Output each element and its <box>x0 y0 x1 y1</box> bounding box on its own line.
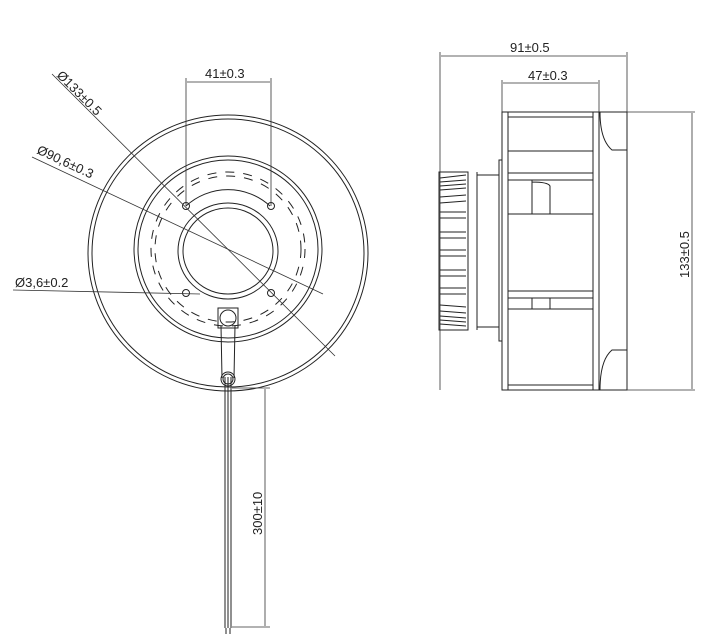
dim-hole-spacing: 41±0.3 <box>205 66 245 81</box>
leader-outer-diameter <box>51 73 336 357</box>
dim-height: 133±0.5 <box>677 231 692 278</box>
scroll-outlet-top <box>599 111 627 151</box>
hole-spacing-extension-lines <box>185 78 272 206</box>
impeller-shroud-lines <box>508 116 593 386</box>
dim-impeller-depth: 47±0.3 <box>528 68 568 83</box>
scroll-housing <box>599 111 628 391</box>
mounting-hole-bottom-right <box>267 289 275 297</box>
dim-hole-diameter: Ø3,6±0.2 <box>15 275 68 290</box>
cable-grommet <box>219 309 237 327</box>
cable-ends <box>225 628 231 634</box>
leader-hole-diameter <box>12 289 201 295</box>
motor-housing <box>476 172 499 330</box>
cable-channel <box>220 325 236 379</box>
dim-inner-diameter: Ø90,6±0.3 <box>35 142 96 181</box>
lower-tab <box>531 298 551 309</box>
height-extension-lines <box>627 111 695 391</box>
dim-overall-depth: 91±0.5 <box>510 40 550 55</box>
side-view: 91±0.5 47±0.3 133±0.5 <box>438 40 695 391</box>
overall-depth-extension-lines <box>439 52 628 390</box>
outer-housing-inner-circle <box>91 118 365 388</box>
motor-tab <box>531 180 551 214</box>
motor-fins <box>439 174 467 327</box>
hub-circle-inner <box>182 207 274 295</box>
inlet-ring-outer <box>133 155 323 343</box>
inlet-ring-inner <box>137 159 319 339</box>
dim-outer-diameter: Ø133±0.5 <box>54 68 105 119</box>
rotor-teeth-ring-inner <box>154 175 302 323</box>
mounting-plate-arc <box>185 189 271 207</box>
impeller-depth-extension-lines <box>501 80 600 112</box>
mounting-hole-bottom-left <box>182 289 190 297</box>
rotor-teeth-ring <box>150 171 306 327</box>
backplate <box>498 159 503 342</box>
cable-length-extension-lines <box>232 387 270 628</box>
impeller-side-plates <box>507 112 594 390</box>
cable-wires <box>224 377 232 628</box>
motor-fins-body <box>438 171 469 331</box>
hub-circle-outer <box>177 202 279 300</box>
blade-lines-upper <box>508 150 593 181</box>
impeller-body <box>501 111 600 391</box>
scroll-outlet-bottom <box>599 349 627 391</box>
dim-cable-length: 300±10 <box>250 492 265 535</box>
leader-inner-diameter <box>31 156 324 295</box>
front-view: Ø133±0.5 Ø90,6±0.3 41±0.3 Ø3,6±0.2 300±1… <box>12 66 369 634</box>
cable-clip <box>217 307 239 329</box>
